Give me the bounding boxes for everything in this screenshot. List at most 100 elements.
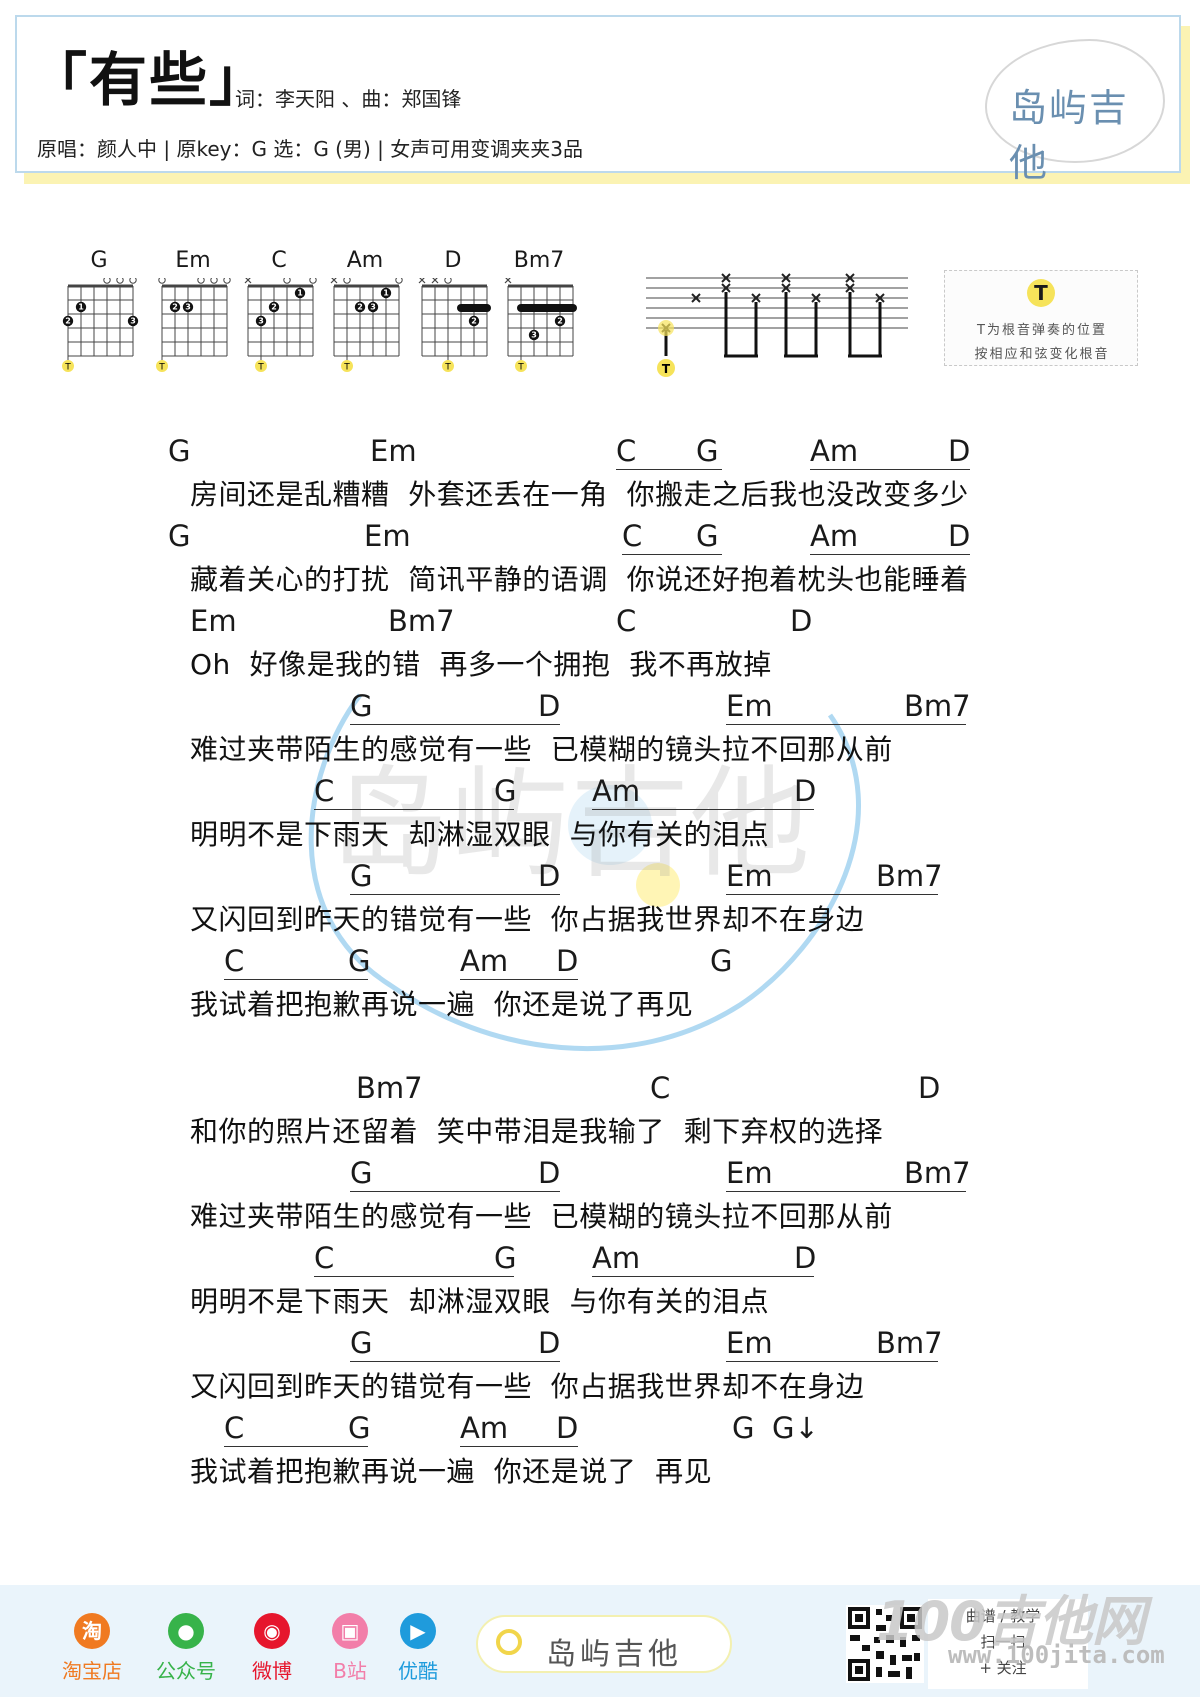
lyric-line: 又闪回到昨天的错觉有一些 你占据我世界却不在身边 [190,903,865,936]
chord-symbol: C [314,774,335,808]
lyric-line: 又闪回到昨天的错觉有一些 你占据我世界却不在身边 [190,1370,865,1403]
search-icon [496,1629,522,1655]
chord-symbol: Bm7 [904,1156,971,1190]
chord-symbol: G [494,1241,517,1275]
chord-root-marker: T [158,363,165,373]
chord-symbol: D [538,1326,561,1360]
chord-symbol: Bm7 [904,689,971,723]
chord-name: G [90,248,108,273]
chord-name: Em [175,248,211,273]
chord-symbol: G [348,944,371,978]
lyric-line: 难过夹带陌生的感觉有一些 已模糊的镜头拉不回那从前 [190,733,893,766]
lyric-line: 房间还是乱糟糟 外套还丢在一角 你搬走之后我也没改变多少 [190,478,969,511]
social-label: 淘宝店 [62,1659,122,1683]
chord-symbol: Em [726,859,773,893]
root-note-line1: T为根音弹奏的位置 [977,323,1107,338]
song-meta: 原唱：颜人中 | 原key：G 选：G (男) | 女声可用变调夹夹3品 [37,137,583,161]
chord-symbol: G↓ [772,1411,819,1445]
chord-symbol: Am [460,1411,509,1445]
chord-symbol: D [538,1156,561,1190]
lyric-line: Oh 好像是我的错 再多一个拥抱 我不再放掉 [190,648,772,681]
chord-symbol: C [224,944,245,978]
chord-symbol: Bm7 [388,604,455,638]
chord-symbol: Em [726,689,773,723]
svg-text:2: 2 [557,317,563,326]
chord-symbol: G [696,434,719,468]
chord-span-underline [460,979,578,980]
chord-symbol: D [556,1411,579,1445]
chord-symbol: Em [364,519,411,553]
chord-symbol: C [650,1071,671,1105]
chord-symbol: Em [190,604,237,638]
chord-symbol: G [494,774,517,808]
lyric-line: 藏着关心的打扰 简讯平静的语调 你说还好抱着枕头也能睡着 [190,563,969,596]
chord-span-underline [616,469,722,470]
root-note-badge: T [1027,279,1055,307]
taobao-icon: 淘 [74,1613,110,1649]
svg-text:2: 2 [357,303,363,312]
chord-root-marker: T [257,363,264,373]
search-pill[interactable]: 岛屿吉他 [476,1615,732,1673]
chord-span-underline [810,469,970,470]
chord-span-underline [350,1361,560,1362]
lyric-line: 我试着把抱歉再说一遍 你还是说了 再见 [190,1455,713,1488]
search-label: 岛屿吉他 [546,1637,682,1672]
svg-text:2: 2 [471,317,477,326]
chord-span-underline [726,1191,966,1192]
chord-fretboard: 2T [418,278,491,373]
chord-root-marker: T [64,363,71,373]
brand-logo-text: 岛屿吉他 [1009,86,1130,185]
chord-symbol: Em [370,434,417,468]
social-label: B站 [333,1659,367,1683]
chord-symbol: C [622,519,643,553]
chord-symbol: G [732,1411,755,1445]
chord-symbol: D [948,434,971,468]
weibo-icon: ◉ [254,1613,290,1649]
social-link-taobao[interactable]: 淘淘宝店 [52,1613,132,1684]
social-link-weibo[interactable]: ◉微博 [232,1613,312,1684]
chord-symbol: G [696,519,719,553]
strum-root-marker: T [662,362,671,376]
lyric-line: 难过夹带陌生的感觉有一些 已模糊的镜头拉不回那从前 [190,1200,893,1233]
social-label: 优酷 [398,1659,438,1683]
chord-symbol: Am [592,1241,641,1275]
chord-span-underline [350,1191,560,1192]
svg-text:1: 1 [383,289,389,298]
chord-symbol: C [616,434,637,468]
chord-symbol: G [710,944,733,978]
lyric-line: 明明不是下雨天 却淋湿双眼 与你有关的泪点 [190,818,770,851]
song-title: 「有些」 [29,46,270,114]
qr-caption-line2: 扫一扫 [980,1633,1026,1651]
svg-text:2: 2 [271,303,277,312]
chord-symbol: Am [460,944,509,978]
chord-symbol: D [556,944,579,978]
chord-symbol: G [168,434,191,468]
chord-span-underline [810,554,970,555]
youku-icon: ▶ [400,1613,436,1649]
chord-symbol: Am [810,434,859,468]
site-url: www.100jita.com [948,1641,1165,1669]
lyric-line: 和你的照片还留着 笑中带泪是我输了 剩下弃权的选择 [190,1115,884,1148]
chord-symbol: G [350,1156,373,1190]
chord-symbol: G [350,1326,373,1360]
svg-text:3: 3 [130,317,136,326]
chord-span-underline [726,1361,938,1362]
root-note-legend: T T为根音弹奏的位置 按相应和弦变化根音 [944,270,1138,366]
qr-caption: 曲谱 / 教学 扫一扫 + 关注 [928,1599,1088,1689]
social-link-wechat[interactable]: ●公众号 [146,1613,226,1684]
chord-name: D [444,248,462,273]
chord-symbol: Bm7 [356,1071,423,1105]
bilibili-icon: ▣ [332,1613,368,1649]
chord-symbol: C [224,1411,245,1445]
social-link-bilibili[interactable]: ▣ B站 [310,1613,390,1684]
svg-text:2: 2 [65,317,71,326]
chord-symbol: D [790,604,813,638]
social-link-youku[interactable]: ▶ 优酷 [378,1613,458,1684]
qr-follow-link[interactable]: + 关注 [979,1659,1027,1677]
chord-symbol: Am [810,519,859,553]
